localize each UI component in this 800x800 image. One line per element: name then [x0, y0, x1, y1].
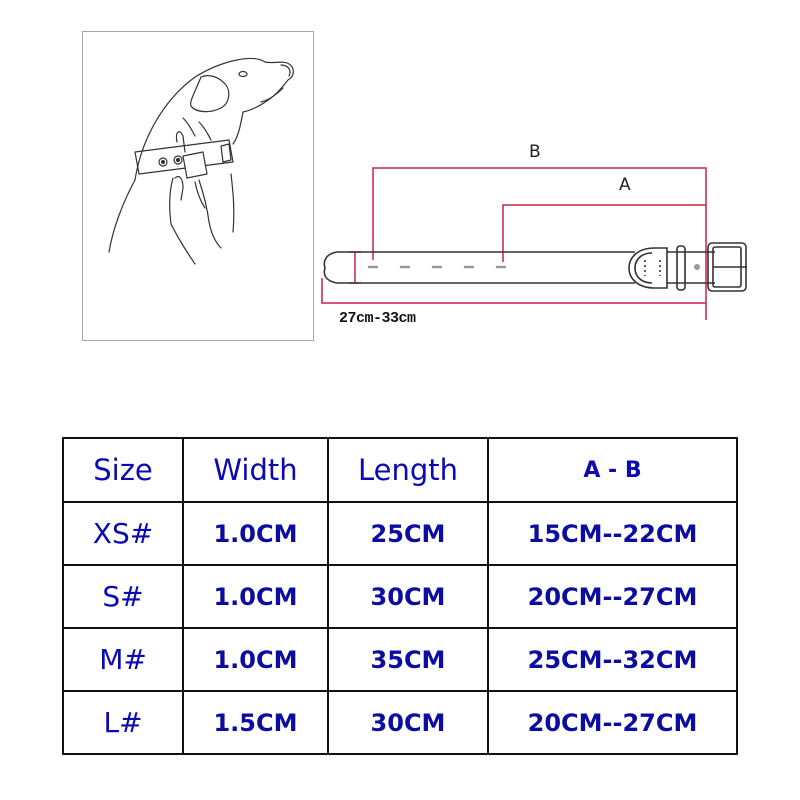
header-length: Length [327, 437, 489, 503]
cell-size: L# [62, 690, 184, 755]
dog-icon [108, 57, 294, 265]
cell-length: 30CM [327, 564, 489, 629]
cell-size: S# [62, 564, 184, 629]
cell-size: XS# [62, 501, 184, 566]
cell-width: 1.0CM [182, 627, 329, 692]
header-size: Size [62, 437, 184, 503]
label-a: A [619, 175, 631, 195]
cell-width: 1.0CM [182, 501, 329, 566]
cell-length: 35CM [327, 627, 489, 692]
size-chart-table: Size Width Length A - B XS# 1.0CM 25CM 1… [62, 437, 738, 755]
table-row: XS# 1.0CM 25CM 15CM--22CM [62, 501, 738, 566]
label-b: B [529, 142, 541, 162]
collar-belt-icon [321, 167, 747, 320]
header-width: Width [182, 437, 329, 503]
collar-measurement-diagram: B A 27cm-33cm [315, 130, 775, 340]
cell-a-b: 25CM--32CM [487, 627, 738, 692]
cell-a-b: 20CM--27CM [487, 564, 738, 629]
dog-collar-illustration [82, 31, 314, 341]
cell-width: 1.5CM [182, 690, 329, 755]
table-header-row: Size Width Length A - B [62, 437, 738, 503]
header-a-b: A - B [487, 437, 738, 503]
cell-size: M# [62, 627, 184, 692]
table-row: L# 1.5CM 30CM 20CM--27CM [62, 690, 738, 755]
cell-width: 1.0CM [182, 564, 329, 629]
cell-length: 30CM [327, 690, 489, 755]
table-row: S# 1.0CM 30CM 20CM--27CM [62, 564, 738, 629]
table-row: M# 1.0CM 35CM 25CM--32CM [62, 627, 738, 692]
cell-a-b: 15CM--22CM [487, 501, 738, 566]
cell-a-b: 20CM--27CM [487, 690, 738, 755]
width-range-label: 27cm-33cm [339, 310, 416, 327]
cell-length: 25CM [327, 501, 489, 566]
